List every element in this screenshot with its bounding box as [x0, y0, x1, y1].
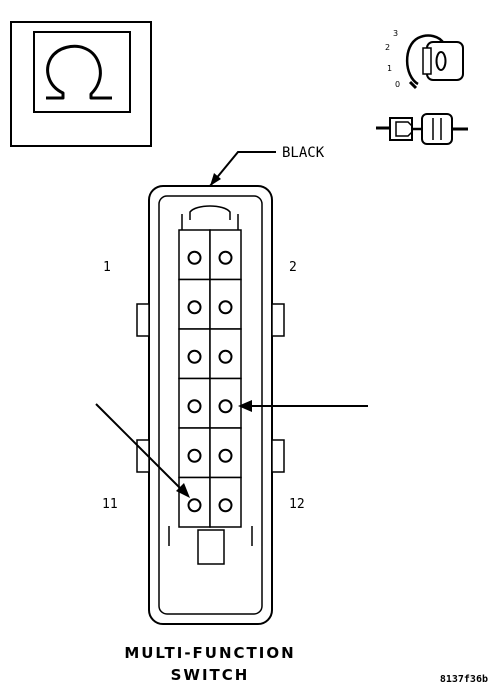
pin-label-2: 2 — [289, 260, 297, 275]
pin-cavity-9 — [178, 427, 211, 479]
ohm-icon — [46, 44, 112, 100]
connector-title-line1: MULTI-FUNCTION — [124, 644, 295, 662]
pin-terminal-6 — [218, 349, 233, 364]
pin-terminal-9 — [187, 448, 202, 463]
ignition-key-icon: 3 2 1 0 — [385, 29, 464, 90]
pin-cavity-grid — [178, 229, 242, 528]
pin-terminal-5 — [187, 349, 202, 364]
key-position-2: 2 — [385, 43, 390, 52]
connector-side-view-icon — [376, 113, 468, 145]
pin-terminal-8 — [218, 399, 233, 414]
pin-terminal-7 — [187, 399, 202, 414]
pin-terminal-12 — [218, 498, 233, 513]
key-position-3: 3 — [393, 29, 398, 38]
pin-label-12: 12 — [289, 497, 305, 512]
pin-terminal-3 — [187, 300, 202, 315]
connector-color-callout: BLACK — [209, 145, 325, 187]
key-position-1: 1 — [387, 64, 392, 73]
pin-cavity-4 — [209, 278, 242, 330]
connector-title-line2: SWITCH — [171, 666, 250, 684]
pin-11-arrow — [95, 403, 190, 498]
connector-color-label: BLACK — [282, 145, 325, 161]
pin-10-arrow — [238, 400, 368, 412]
key-position-0: 0 — [395, 80, 400, 89]
pin-terminal-2 — [218, 250, 233, 265]
pin-label-11: 11 — [102, 497, 118, 512]
ohm-symbol-panel — [10, 21, 152, 147]
figure-id: 8137f36b — [440, 674, 488, 685]
pin-terminal-1 — [187, 250, 202, 265]
pin-terminal-10 — [218, 448, 233, 463]
pin-terminal-4 — [218, 300, 233, 315]
pin-terminal-11 — [187, 498, 202, 513]
pin-label-1: 1 — [103, 260, 111, 275]
